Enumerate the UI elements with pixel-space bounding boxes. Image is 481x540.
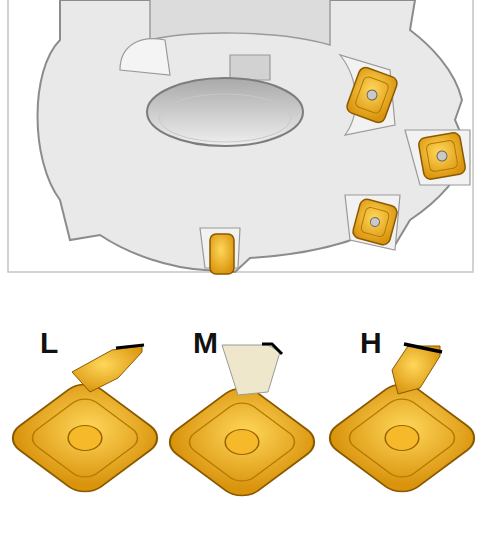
chip-pocket xyxy=(120,39,170,75)
insert-rim xyxy=(26,394,145,482)
insert-screw xyxy=(369,216,380,227)
insert-medium xyxy=(160,381,323,502)
cutter-insert xyxy=(418,132,467,181)
edge-icon xyxy=(222,344,282,395)
bore-edge xyxy=(159,94,291,142)
insert-rim xyxy=(354,76,389,115)
edge-land xyxy=(116,345,144,348)
cutter-body xyxy=(38,0,471,272)
insert-body xyxy=(345,66,399,125)
cutter-insert xyxy=(345,66,399,125)
insert-hole xyxy=(61,420,109,455)
cutter-insert xyxy=(351,198,398,246)
insert-body xyxy=(210,234,234,274)
edge-land xyxy=(262,344,282,354)
insert-heavy xyxy=(320,377,481,498)
insert-body xyxy=(160,381,323,502)
insert-large xyxy=(3,377,166,498)
chip-pocket xyxy=(405,130,470,185)
edge-icon xyxy=(72,345,144,392)
insert-rim xyxy=(183,398,302,486)
chip-pocket xyxy=(345,195,400,250)
insert-rim xyxy=(360,206,390,237)
insert-body xyxy=(351,198,398,246)
drive-slot xyxy=(230,55,270,80)
picture-frame xyxy=(8,0,473,272)
cutter-disk xyxy=(38,0,469,272)
insert-hole xyxy=(218,424,266,459)
center-bore xyxy=(147,78,303,146)
cutter-hub xyxy=(150,0,330,45)
insert-body xyxy=(3,377,166,498)
edge-wedge xyxy=(392,346,440,394)
insert-screw xyxy=(436,150,448,162)
edge-icon xyxy=(392,344,442,394)
insert-rim xyxy=(343,394,462,482)
edge-land xyxy=(404,344,442,352)
insert-body xyxy=(320,377,481,498)
insert-screw xyxy=(366,89,379,102)
grade-letter: M xyxy=(193,328,218,358)
insert-hole xyxy=(378,420,426,455)
grade-letter: H xyxy=(360,328,382,358)
edge-wedge xyxy=(222,345,280,395)
edge-wedge xyxy=(72,346,142,392)
cutter-insert xyxy=(210,234,234,274)
insert-body xyxy=(418,132,467,181)
grade-letter: L xyxy=(40,328,58,358)
insert-rim xyxy=(426,140,458,172)
